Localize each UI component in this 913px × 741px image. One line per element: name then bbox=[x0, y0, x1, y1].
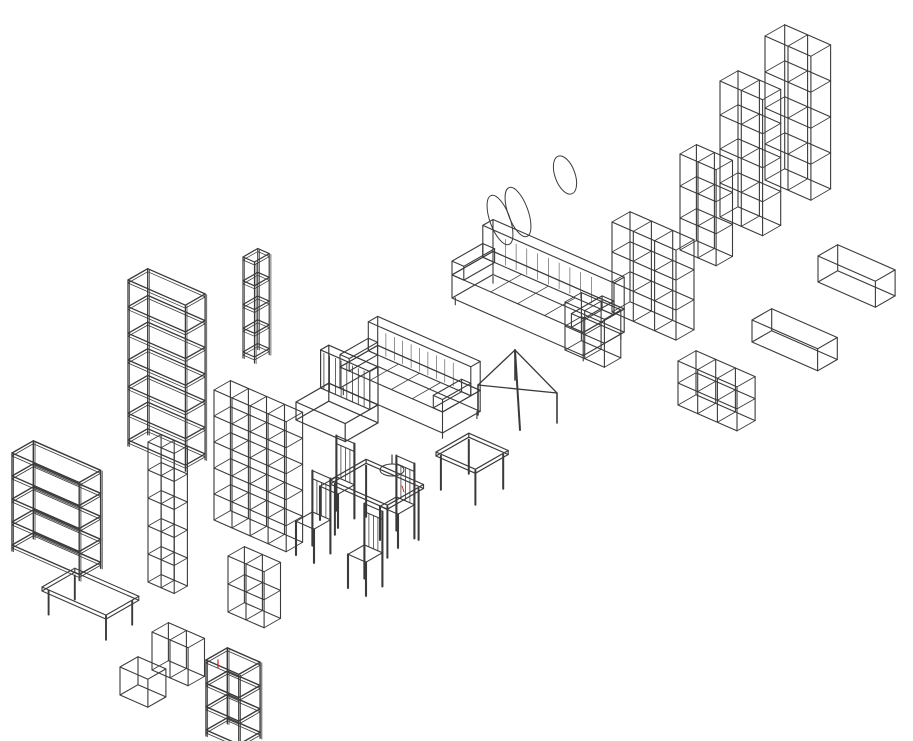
triangular-side-table bbox=[477, 349, 558, 431]
side-table-square bbox=[435, 432, 509, 506]
mid-shelf-unit-a bbox=[679, 144, 734, 267]
cube-stack-a bbox=[151, 622, 206, 687]
small-open-cube-a bbox=[119, 656, 167, 708]
coffee-table bbox=[41, 567, 140, 641]
drawer-cabinet bbox=[205, 647, 263, 741]
low-shelf-unit-a bbox=[677, 350, 756, 432]
low-drawer-box bbox=[817, 244, 896, 308]
tall-shelf-unit-b bbox=[719, 70, 782, 237]
table-bowl bbox=[379, 454, 405, 477]
tall-ladder-shelf-a bbox=[127, 268, 208, 473]
sofa-medium bbox=[339, 315, 481, 439]
dining-chair-left-back bbox=[318, 434, 356, 529]
narrow-ladder-stand bbox=[242, 247, 272, 365]
armchair bbox=[295, 344, 379, 443]
accent-marks bbox=[217, 485, 405, 669]
dining-chair-right-back bbox=[378, 454, 416, 549]
sofa-large bbox=[451, 155, 625, 362]
mid-shelf-unit-b bbox=[611, 211, 695, 341]
dining-chair-left-front bbox=[294, 469, 332, 564]
low-bench-box bbox=[751, 308, 838, 372]
left-ladder-shelf bbox=[11, 440, 103, 582]
dining-chair-right-front bbox=[346, 502, 384, 597]
cube-stack-b bbox=[227, 546, 282, 629]
narrow-bookcase bbox=[147, 433, 188, 595]
tall-shelf-unit-a bbox=[764, 24, 832, 201]
grid-bookcase bbox=[213, 380, 304, 553]
